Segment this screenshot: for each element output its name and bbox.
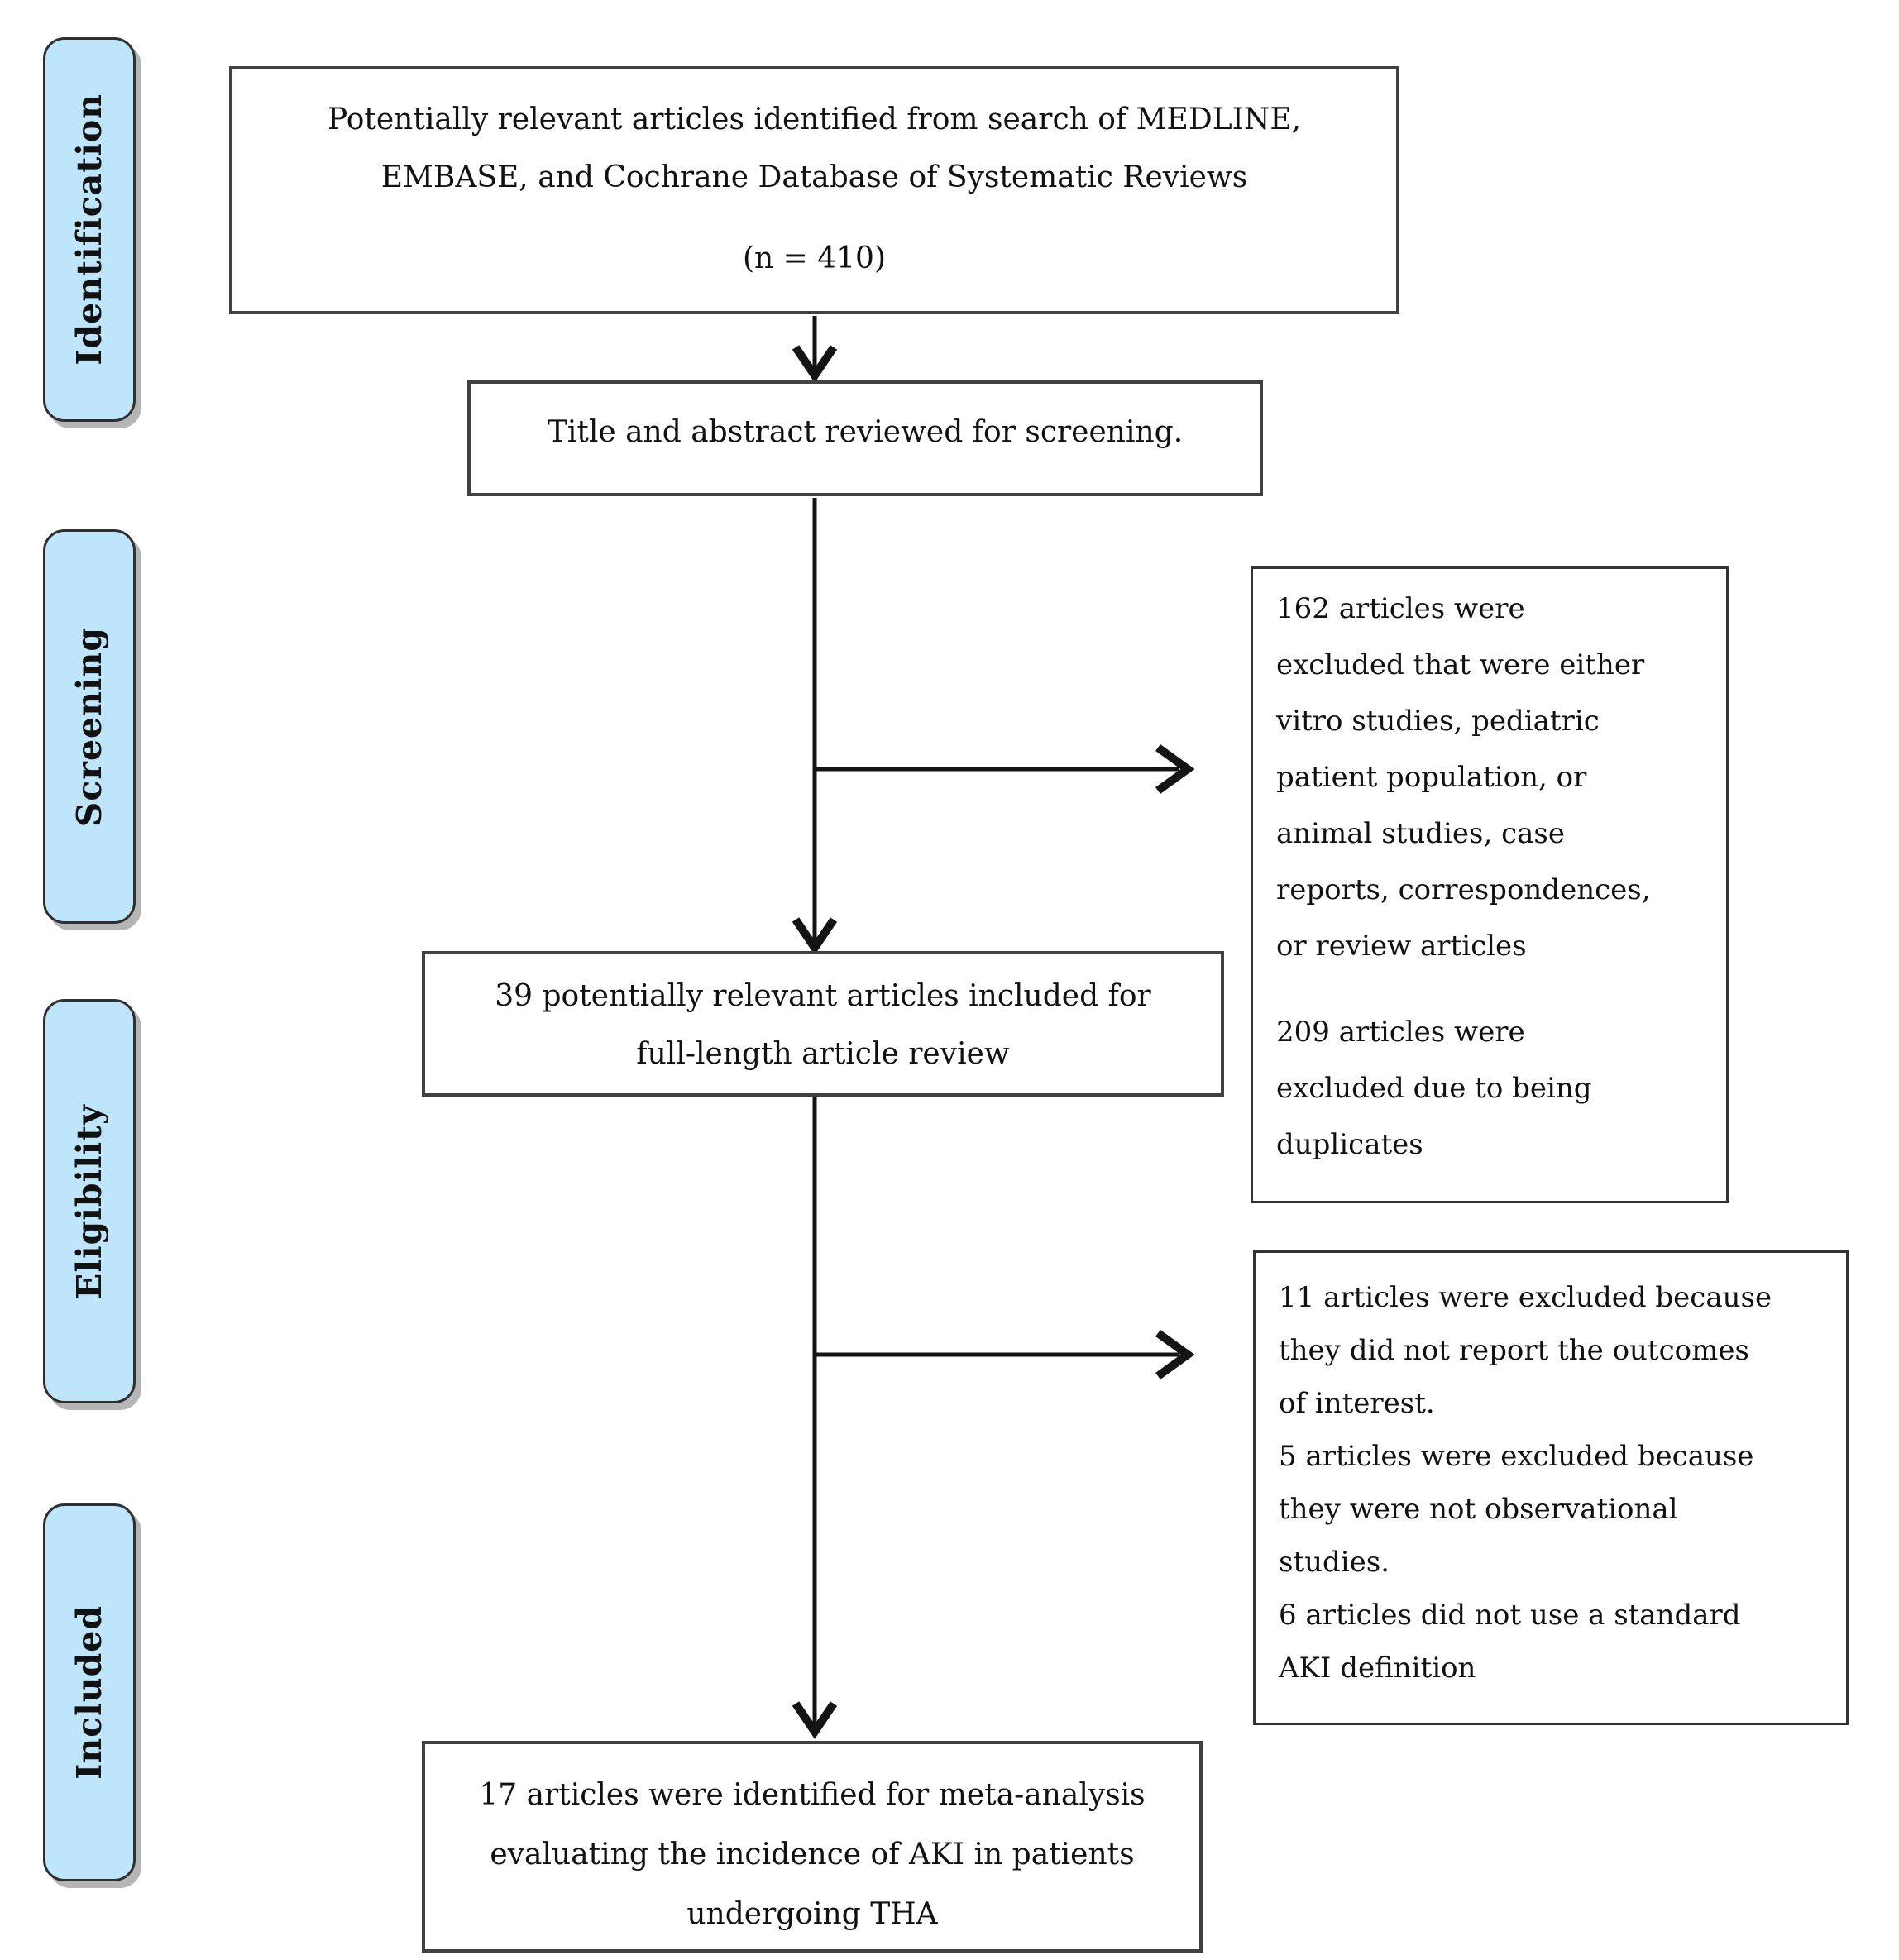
arrow-identified-to-screened	[792, 316, 838, 383]
exclusion-text-line: 209 articles were	[1276, 1016, 1525, 1049]
node-text-line: EMBASE, and Cochrane Database of Systema…	[380, 160, 1248, 194]
arrow-branch-excluded-eligibility	[815, 1329, 1195, 1380]
node-text-line: full-length article review	[636, 1037, 1010, 1071]
node-identified-records: Potentially relevant articles identified…	[229, 66, 1399, 314]
exclusion-text-line: they were not observational	[1279, 1493, 1678, 1526]
exclusion-paragraph: 162 articles were excluded that were eit…	[1276, 581, 1716, 974]
stage-screening: Screening	[43, 529, 136, 924]
arrowhead-down-icon	[792, 1701, 838, 1739]
node-text-line: 17 articles were identified for meta-ana…	[479, 1778, 1146, 1812]
node-excluded-screening: 162 articles were excluded that were eit…	[1251, 566, 1729, 1203]
stage-included-label: Included	[69, 1605, 109, 1780]
arrowhead-down-icon	[792, 345, 838, 383]
exclusion-text-line: of interest.	[1279, 1387, 1435, 1420]
exclusion-text-line: studies.	[1279, 1546, 1390, 1579]
exclusion-text-line: 6 articles did not use a standard	[1279, 1599, 1741, 1632]
exclusion-text-line: duplicates	[1276, 1128, 1423, 1161]
node-text-line: evaluating the incidence of AKI in patie…	[490, 1838, 1135, 1872]
node-full-length-review: 39 potentially relevant articles include…	[422, 951, 1224, 1097]
node-text-line: Potentially relevant articles identified…	[327, 103, 1302, 136]
exclusion-text-line: AKI definition	[1279, 1652, 1476, 1685]
exclusion-text-line: animal studies, case	[1276, 817, 1565, 850]
arrow-branch-excluded-screening	[815, 743, 1195, 795]
exclusion-text-line: they did not report the outcomes	[1279, 1334, 1749, 1367]
exclusion-text-line: 5 articles were excluded because	[1279, 1440, 1754, 1473]
exclusion-text-line: excluded that were either	[1276, 648, 1645, 681]
node-title-abstract-screening: Title and abstract reviewed for screenin…	[467, 380, 1263, 496]
exclusion-paragraph: 209 articles were excluded due to being …	[1276, 1004, 1716, 1173]
node-text-line: 39 potentially relevant articles include…	[495, 979, 1151, 1013]
exclusion-text-line: 162 articles were	[1276, 592, 1525, 625]
exclusion-text-line: vitro studies, pediatric	[1276, 705, 1600, 738]
arrow-screened-to-full-review	[792, 498, 838, 955]
exclusion-text-line: patient population, or	[1276, 761, 1587, 794]
exclusion-text-line: or review articles	[1276, 930, 1527, 963]
node-excluded-eligibility: 11 articles were excluded because they d…	[1253, 1250, 1849, 1725]
exclusion-text-line: excluded due to being	[1276, 1072, 1592, 1105]
exclusion-text-line: reports, correspondences,	[1276, 873, 1651, 906]
node-text-line: undergoing THA	[686, 1897, 938, 1931]
stage-included: Included	[43, 1503, 136, 1881]
node-included-meta-analysis: 17 articles were identified for meta-ana…	[422, 1741, 1203, 1953]
stage-eligibility-label: Eligibility	[69, 1103, 109, 1299]
exclusion-text-line: 11 articles were excluded because	[1279, 1281, 1772, 1314]
arrowhead-right-icon	[1155, 1329, 1195, 1380]
stage-screening-label: Screening	[69, 626, 109, 827]
stage-identification: Identification	[43, 37, 136, 422]
stage-eligibility: Eligibility	[43, 999, 136, 1403]
arrowhead-right-icon	[1155, 743, 1195, 795]
arrowhead-down-icon	[792, 917, 838, 955]
node-text-line: Title and abstract reviewed for screenin…	[547, 415, 1184, 449]
record-count: (n = 410)	[742, 241, 887, 275]
arrow-full-review-to-meta-analysis	[792, 1097, 838, 1739]
stage-identification-label: Identification	[69, 93, 109, 366]
